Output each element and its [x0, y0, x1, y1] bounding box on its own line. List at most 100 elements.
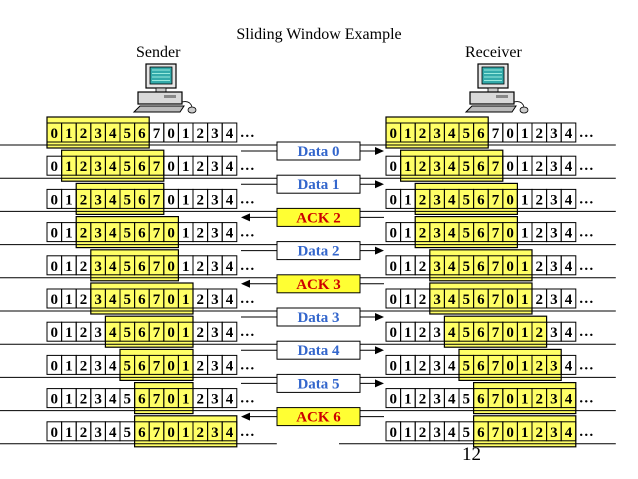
sequence-cell: 1 [182, 325, 190, 341]
data-box [276, 141, 361, 161]
ack-box [276, 407, 361, 427]
sequence-cell: 5 [463, 126, 471, 142]
sequence-cell: 4 [565, 292, 573, 308]
sequence-cell: 0 [390, 126, 398, 142]
data-label: Data 1 [297, 177, 339, 193]
sequence-cell: 6 [138, 325, 146, 341]
data-box [276, 307, 361, 327]
sequence-cell: 4 [226, 425, 234, 441]
sequence-cell: 0 [167, 425, 175, 441]
sequence-cell: 0 [390, 325, 398, 341]
sequence-cell: 0 [51, 325, 59, 341]
arrow-right-icon [375, 180, 384, 189]
sequence-cell: 1 [404, 126, 412, 142]
sequence-cell: 4 [565, 226, 573, 242]
receiver-window-9 [473, 415, 577, 448]
sequence-cell-box [560, 255, 577, 276]
sequence-cell: 2 [536, 126, 544, 142]
sequence-cell: 4 [565, 358, 573, 374]
ellipsis: … [240, 225, 255, 241]
sequence-cell: 5 [463, 259, 471, 275]
sequence-cell: 3 [550, 292, 558, 308]
sequence-cell: 2 [80, 126, 88, 142]
ellipsis: … [579, 191, 594, 207]
sequence-cell: 4 [448, 226, 456, 242]
sequence-cell: 3 [550, 325, 558, 341]
sequence-cell: 0 [506, 192, 514, 208]
sequence-cell: 0 [506, 425, 514, 441]
sequence-cell: 2 [80, 325, 88, 341]
sequence-cell: 1 [65, 126, 73, 142]
sequence-cell: 2 [419, 126, 427, 142]
sequence-cell: 6 [138, 192, 146, 208]
sequence-cell-box [560, 288, 577, 309]
sequence-cell: 1 [404, 358, 412, 374]
sequence-cell: 3 [211, 425, 219, 441]
ack-label: ACK 3 [296, 277, 341, 293]
sequence-cell: 4 [109, 325, 117, 341]
sequence-cell: 1 [182, 358, 190, 374]
sequence-cell: 0 [390, 392, 398, 408]
sequence-cell: 3 [211, 292, 219, 308]
sequence-cell: 4 [565, 192, 573, 208]
sequence-cell: 1 [182, 226, 190, 242]
sequence-cell: 5 [124, 259, 132, 275]
sequence-cell: 5 [124, 159, 132, 175]
sequence-cell-box [560, 388, 577, 409]
sender-window-3 [75, 216, 179, 249]
sequence-cell: 0 [390, 358, 398, 374]
ack-box [276, 207, 361, 227]
sequence-cell: 2 [197, 358, 205, 374]
sequence-cell: 0 [167, 358, 175, 374]
receiver-window-7 [458, 348, 562, 381]
sequence-cell: 6 [138, 126, 146, 142]
data-label: Data 5 [297, 376, 339, 392]
sequence-cell: 6 [477, 292, 485, 308]
sequence-cell: 0 [506, 226, 514, 242]
sequence-cell: 0 [167, 325, 175, 341]
sequence-cell: 0 [167, 126, 175, 142]
sequence-cell: 2 [80, 358, 88, 374]
sequence-cell-box [221, 222, 238, 243]
ellipsis: … [240, 258, 255, 274]
sequence-cell: 3 [433, 259, 441, 275]
sequence-cell: 2 [536, 425, 544, 441]
sequence-cell: 1 [65, 226, 73, 242]
sender-desktop-computer-icon [132, 63, 197, 114]
sequence-cell: 3 [211, 392, 219, 408]
sequence-cell: 1 [521, 192, 529, 208]
sequence-cell: 7 [492, 159, 500, 175]
sender-window-9 [134, 415, 238, 448]
sequence-cell: 2 [197, 325, 205, 341]
message-8: ACK 6 [241, 407, 384, 427]
sequence-cell: 4 [448, 126, 456, 142]
sequence-cell: 6 [138, 259, 146, 275]
sequence-cell: 1 [404, 192, 412, 208]
sequence-cell: 4 [448, 292, 456, 308]
sequence-cell: 1 [65, 159, 73, 175]
sequence-cell: 6 [477, 192, 485, 208]
sequence-cell: 3 [94, 358, 102, 374]
sequence-cell: 5 [463, 325, 471, 341]
sequence-cell: 0 [167, 159, 175, 175]
sequence-cell: 4 [109, 392, 117, 408]
sequence-cell: 4 [109, 292, 117, 308]
sequence-cell: 7 [492, 126, 500, 142]
sequence-cell: 2 [197, 159, 205, 175]
sequence-cell: 1 [182, 292, 190, 308]
sequence-cell: 0 [51, 259, 59, 275]
sequence-cell: 4 [109, 192, 117, 208]
sequence-cell: 7 [153, 159, 161, 175]
sequence-cell: 2 [419, 325, 427, 341]
sequence-cell: 2 [419, 425, 427, 441]
sequence-cell: 5 [124, 392, 132, 408]
ellipsis: … [240, 391, 255, 407]
sequence-cell: 3 [550, 126, 558, 142]
sequence-cell: 5 [124, 226, 132, 242]
ellipsis: … [240, 158, 255, 174]
sender-window-7 [119, 348, 194, 381]
sequence-cell: 3 [550, 358, 558, 374]
